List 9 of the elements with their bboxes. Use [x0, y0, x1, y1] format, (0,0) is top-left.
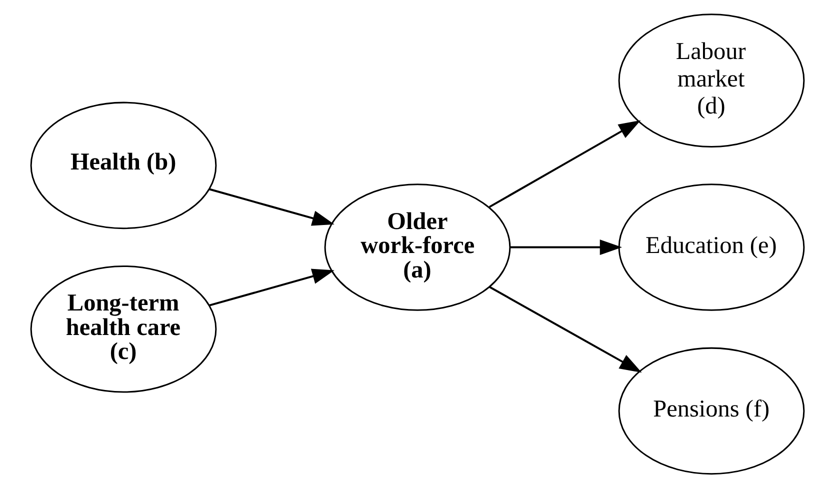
node-ellipse: Health (b)	[30, 102, 216, 230]
arrow	[208, 268, 334, 306]
arrow	[208, 188, 334, 226]
arrow	[510, 240, 622, 256]
node-ellipse: Long-term health care (c)	[30, 265, 216, 393]
arrow	[488, 120, 640, 208]
arrow	[488, 286, 642, 373]
node-ellipse: Education (e)	[618, 184, 804, 311]
node-ellipse: Older work-force (a)	[324, 184, 510, 311]
